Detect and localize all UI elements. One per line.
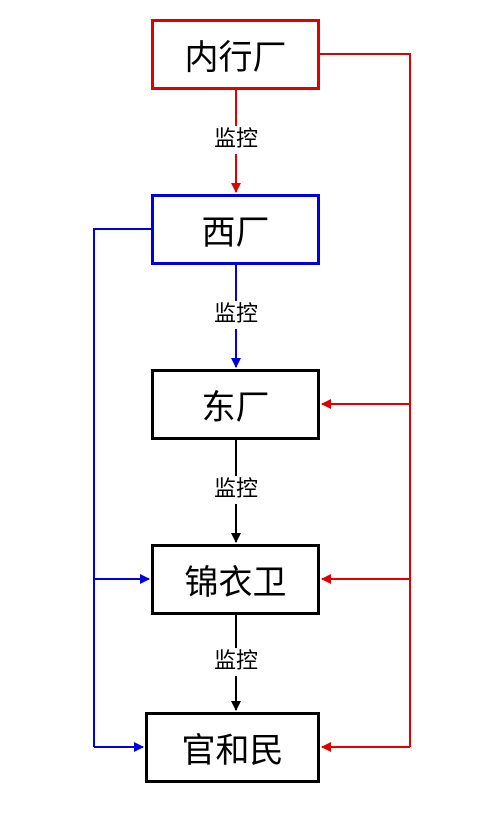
node-jinyiwei: 锦衣卫: [151, 544, 320, 615]
node-label: 西厂: [201, 213, 270, 253]
node-label: 锦衣卫: [184, 563, 287, 603]
blue-bus-line: [93, 228, 151, 747]
node-neixingchang: 内行厂: [151, 19, 320, 90]
node-dongchang: 东厂: [151, 369, 320, 440]
edge-label-monitor: 监控: [196, 648, 276, 676]
node-guanhemin: 官和民: [145, 712, 320, 783]
edge-label-monitor: 监控: [196, 301, 276, 329]
red-bus-line: [320, 53, 411, 747]
node-label: 东厂: [201, 388, 270, 428]
node-xichang: 西厂: [151, 194, 320, 265]
edge-label-monitor: 监控: [196, 476, 276, 504]
node-label: 官和民: [181, 731, 284, 771]
edge-label-monitor: 监控: [196, 126, 276, 154]
node-label: 内行厂: [184, 38, 287, 78]
